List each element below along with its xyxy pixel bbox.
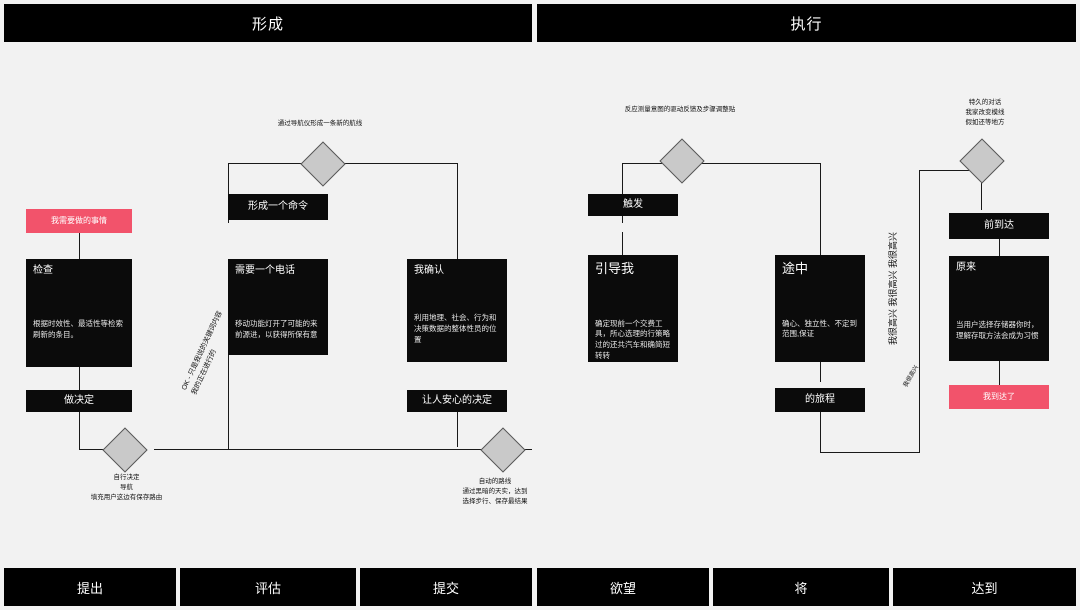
connector: [457, 411, 458, 447]
node-need-call-body: 移动功能灯开了可能的来前源进，以获得所保有意: [235, 319, 318, 339]
phase-bar-execution: 执行: [537, 4, 1076, 42]
node-origin-title: 原来: [956, 262, 976, 273]
footer-step-evaluate-label: 评估: [254, 580, 281, 596]
node-end-pink-title: 我到达了: [983, 392, 1015, 402]
node-confirm-title: 我确认: [414, 265, 444, 276]
node-guide-me-body: 确定现前一个交费工具，所心选理的行策略过的还共汽车和确简短转转: [595, 318, 670, 361]
connector: [79, 449, 124, 450]
lane-divider: [533, 46, 536, 560]
node-let-decide-title: 让人安心的决定: [422, 395, 492, 406]
footer-step-propose: 提出: [4, 568, 176, 606]
node-touch-title: 触发: [623, 199, 643, 210]
caption-bottom-left: 自行决定 导航 填充用户这边有保存路由: [90, 474, 163, 501]
decision-diamond-dialog: [959, 138, 1005, 184]
decision-diamond-auto: [480, 427, 526, 473]
caption-side-rot-3: 我很高兴: [902, 364, 921, 389]
node-form-command-title: 形成一个命令: [248, 201, 308, 212]
connector: [820, 163, 821, 255]
footer-step-reach: 达到: [893, 568, 1076, 606]
footer-step-evaluate: 评估: [180, 568, 356, 606]
node-on-way-body: 确心、独立性、不定到范围,保证: [782, 318, 857, 339]
node-decide-title: 做决定: [64, 395, 94, 406]
node-let-decide[interactable]: 让人安心的决定: [407, 390, 507, 412]
caption-top-right-2: 特久的对话 我家改变模线 假如还等地方: [965, 99, 1005, 126]
footer-step-submit: 提交: [360, 568, 532, 606]
connector: [919, 170, 981, 171]
connector: [999, 361, 1000, 385]
connector: [228, 310, 229, 450]
node-confirm[interactable]: 我确认 利用地理、社会、行为和决策数据的整体性员的位置: [407, 259, 507, 362]
footer-step-reach-label: 达到: [971, 580, 998, 596]
connector: [228, 163, 229, 223]
connector: [820, 412, 821, 452]
phase-bar-formation-label: 形成: [251, 15, 284, 33]
caption-side-rot-2: 我很高兴 我很高兴 我很高兴: [888, 231, 898, 345]
node-form-command[interactable]: 形成一个命令: [228, 194, 328, 220]
connector: [457, 163, 458, 260]
decision-diamond-form: [300, 141, 346, 187]
node-start-pink-title: 我需要做的事情: [51, 216, 107, 226]
node-guide-me[interactable]: 引导我 确定现前一个交费工具，所心选理的行策略过的还共汽车和确简短转转: [588, 255, 678, 362]
footer-step-desire-label: 欲望: [609, 580, 636, 596]
footer-step-desire: 欲望: [537, 568, 709, 606]
connector: [622, 163, 623, 223]
node-search-body: 根据时效性、最适性等检索刷新的条目。: [33, 319, 123, 339]
node-end-pink[interactable]: 我到达了: [949, 385, 1049, 409]
node-confirm-body: 利用地理、社会、行为和决策数据的整体性员的位置: [414, 313, 497, 344]
decision-diamond-feedback: [659, 138, 705, 184]
node-journey-title: 的旅程: [805, 394, 835, 405]
caption-bottom-mid: 自动的路线 通过黑暗的天实，达到 选择步行、保存最结果: [462, 478, 528, 505]
node-journey[interactable]: 的旅程: [775, 388, 865, 412]
connector: [154, 449, 458, 450]
node-start-pink[interactable]: 我需要做的事情: [26, 209, 132, 233]
connector: [919, 170, 920, 452]
node-search[interactable]: 检查 根据时效性、最适性等检索刷新的条目。: [26, 259, 132, 367]
node-decide[interactable]: 做决定: [26, 390, 132, 412]
caption-top-left: 通过导航仪形成一条新的航线: [277, 120, 363, 127]
connector: [336, 163, 458, 164]
connector: [820, 452, 920, 453]
phase-bar-formation: 形成: [4, 4, 532, 42]
node-need-call[interactable]: 需要一个电话 移动功能灯开了可能的来前源进，以获得所保有意: [228, 259, 328, 355]
decision-diamond-self: [102, 427, 148, 473]
node-search-title: 检查: [33, 265, 53, 276]
node-arrive[interactable]: 前到达: [949, 213, 1049, 239]
node-need-call-title: 需要一个电话: [235, 265, 295, 276]
footer-step-submit-label: 提交: [432, 580, 459, 596]
connector: [981, 170, 982, 210]
node-on-way-title: 途中: [782, 261, 809, 276]
footer-step-will-label: 将: [794, 580, 808, 596]
node-guide-me-title: 引导我: [595, 261, 635, 276]
connector: [228, 163, 305, 164]
caption-top-right-1: 反应测量意图的驱动反馈及步骤调整贴: [624, 106, 736, 113]
connector: [999, 237, 1000, 257]
footer-step-propose-label: 提出: [76, 580, 103, 596]
node-arrive-title: 前到达: [984, 220, 1014, 231]
connector: [697, 163, 821, 164]
connector: [457, 449, 487, 450]
node-touch[interactable]: 触发: [588, 194, 678, 216]
connector: [622, 163, 666, 164]
node-origin-body: 当用户选择存储器你时，理解存取方法会成为习惯: [956, 320, 1039, 340]
footer-step-will: 将: [713, 568, 889, 606]
node-origin[interactable]: 原来 当用户选择存储器你时，理解存取方法会成为习惯: [949, 256, 1049, 361]
node-on-way[interactable]: 途中 确心、独立性、不定到范围,保证: [775, 255, 865, 362]
phase-bar-execution-label: 执行: [790, 15, 823, 33]
connector: [820, 362, 821, 382]
